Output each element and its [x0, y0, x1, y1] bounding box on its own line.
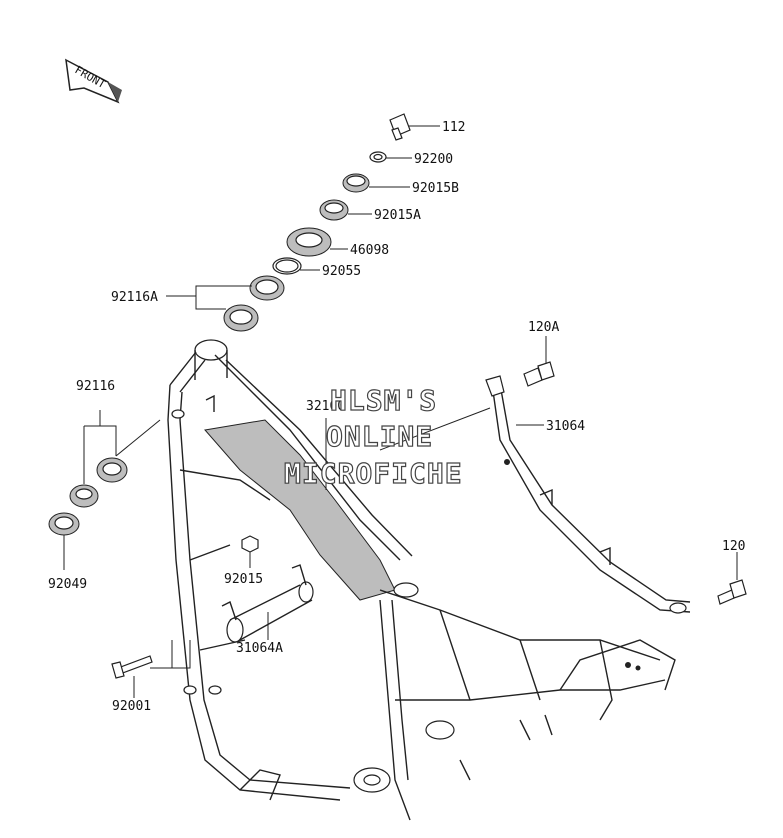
washer-92200: [369, 151, 387, 163]
watermark-line-3: MICROFICHE: [284, 457, 463, 490]
label-92015A: 92015A: [374, 208, 421, 223]
bolt-120: [717, 579, 747, 605]
nut-92015B: [342, 173, 370, 193]
label-92049: 92049: [48, 577, 87, 592]
label-31064A: 31064A: [236, 641, 283, 656]
bearing-race-92116: [96, 457, 128, 483]
front-arrow-icon: FRONT: [65, 58, 122, 104]
label-120A: 120A: [528, 320, 559, 335]
watermark-line-1: HLSM'S: [330, 384, 437, 417]
bearing-race-92116A: [223, 304, 259, 332]
label-120: 120: [722, 539, 745, 554]
o-ring-92055: [272, 257, 302, 275]
bearing-upper-92116A: [249, 275, 285, 301]
bolt-92001: [111, 655, 153, 679]
cross-member-31064A: [221, 564, 314, 643]
label-92015B: 92015B: [412, 181, 459, 196]
label-92001: 92001: [112, 699, 151, 714]
label-92116A: 92116A: [111, 290, 158, 305]
label-92055: 92055: [322, 264, 361, 279]
nut-92015A: [319, 199, 349, 221]
main-frame-32160: [167, 339, 676, 821]
seal-46098: [286, 227, 332, 257]
label-46098: 46098: [350, 243, 389, 258]
label-112: 112: [442, 120, 465, 135]
sub-frame-31064: [485, 375, 691, 614]
nut-92015: [241, 535, 259, 553]
watermark: HLSM'S ONLINE MICROFICHE: [283, 383, 463, 490]
watermark-line-2: ONLINE: [326, 420, 433, 453]
label-92015: 92015: [224, 572, 263, 587]
seal-92049: [48, 512, 80, 536]
bolt-112: [389, 113, 411, 141]
bolt-120A: [523, 361, 555, 387]
label-32160: 32160: [306, 399, 345, 414]
label-31064: 31064: [546, 419, 585, 434]
label-92200: 92200: [414, 152, 453, 167]
label-92116: 92116: [76, 379, 115, 394]
bearing-92116: [69, 484, 99, 508]
